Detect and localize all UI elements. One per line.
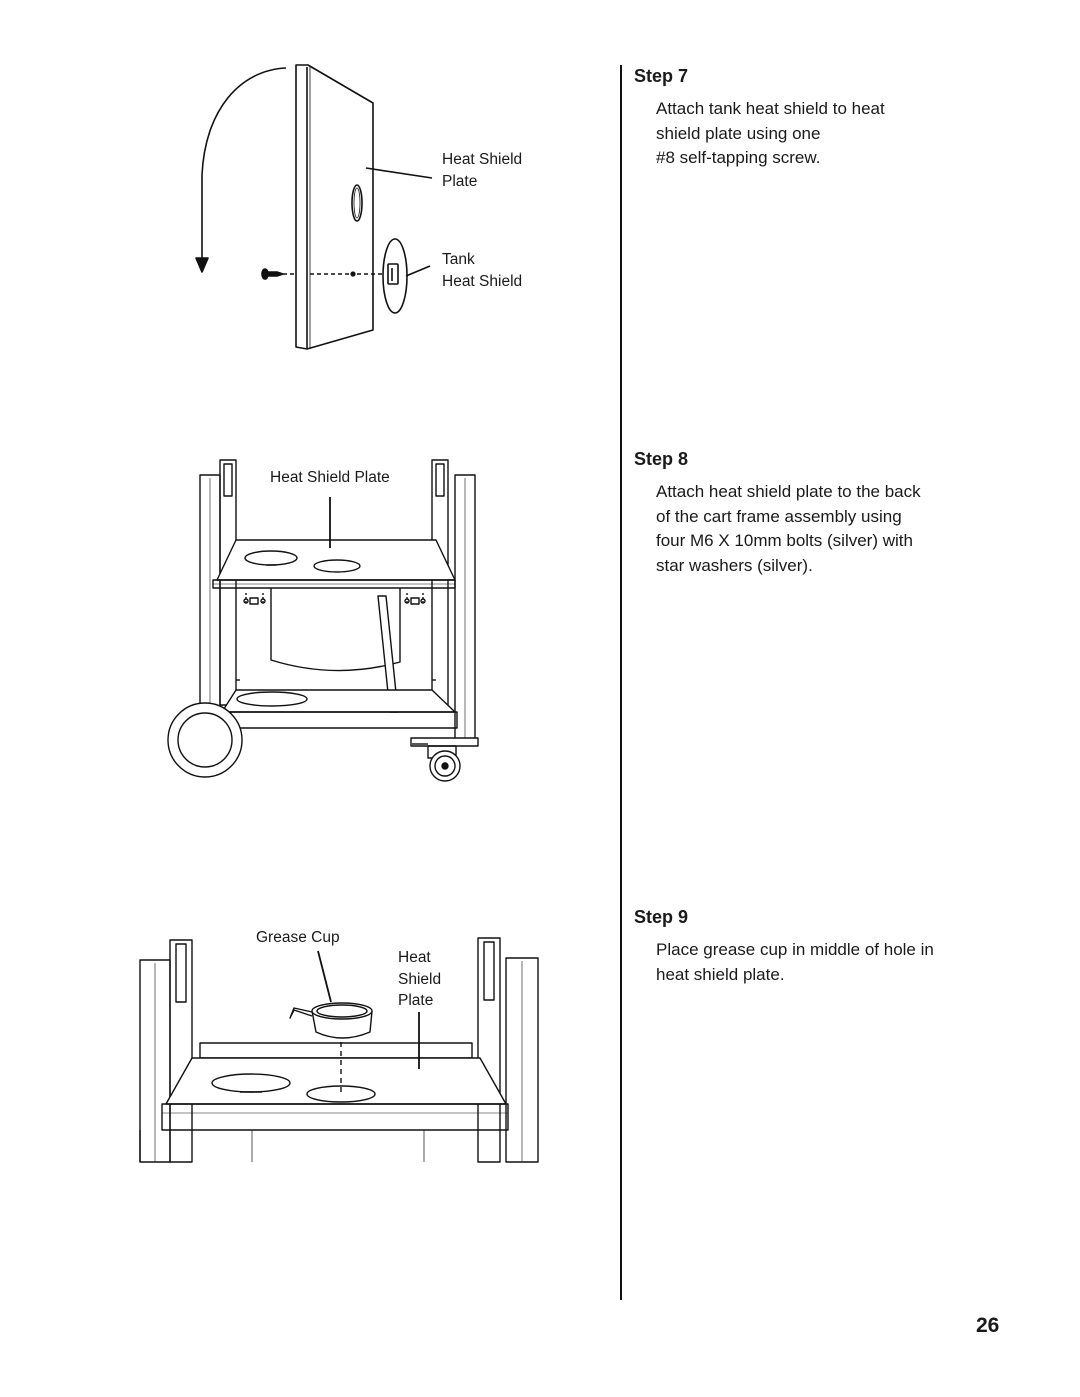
label-heat-shield-plate-step9: Heat Shield Plate: [398, 949, 442, 1009]
step-9-text: Place grease cup in middle of hole in he…: [656, 940, 934, 984]
label-tank-heat-shield: Tank Heat Shield: [442, 251, 523, 290]
step-8-title: Step 8: [634, 449, 689, 469]
plate-hole: [351, 184, 363, 222]
label-heat-shield-plate: Heat Shield Plate: [442, 151, 523, 190]
step-7-text: Attach tank heat shield to heat shield p…: [656, 99, 885, 167]
step-8: Step 8 Attach heat shield plate to the b…: [634, 449, 921, 578]
tank-heat-shield-shape: [382, 238, 408, 314]
rotation-arrow: [201, 67, 287, 262]
screw-icon: [261, 268, 284, 280]
step-9: Step 9 Place grease cup in middle of hol…: [634, 907, 934, 987]
step-8-text: Attach heat shield plate to the back of …: [656, 482, 921, 575]
step-7: Step 7 Attach tank heat shield to heat s…: [634, 66, 885, 171]
page-number: 26: [976, 1314, 1000, 1337]
step-7-title: Step 7: [634, 66, 689, 86]
step-9-title: Step 9: [634, 907, 689, 927]
label-heat-shield-plate-cart: Heat Shield Plate: [270, 469, 390, 486]
label-grease-cup: Grease Cup: [256, 929, 340, 946]
heat-shield-plate-shape: [295, 64, 374, 350]
